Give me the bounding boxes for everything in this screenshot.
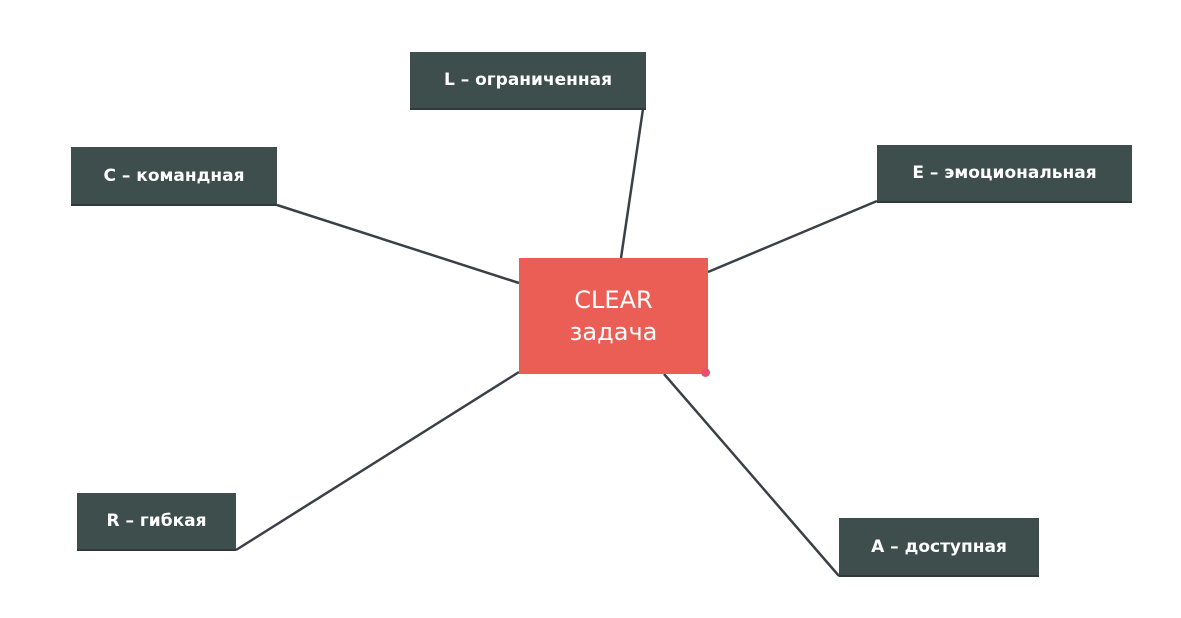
center-subtitle: задача	[569, 318, 658, 346]
node-r-label: R – гибкая	[106, 511, 207, 531]
node-l-label: L – ограниченная	[443, 70, 613, 90]
node-e: E – эмоциональная	[877, 145, 1132, 203]
connector-a	[663, 373, 840, 577]
connector-l	[619, 108, 645, 259]
node-r: R – гибкая	[77, 493, 236, 551]
connector-c	[276, 203, 520, 285]
resize-handle[interactable]	[701, 368, 710, 377]
connector-e	[707, 199, 878, 274]
center-node: CLEAR задача	[519, 258, 708, 374]
node-c-label: C – командная	[103, 165, 245, 186]
node-l: L – ограниченная	[410, 52, 646, 110]
node-a-label: A – доступная	[871, 536, 1007, 557]
node-e-label: E – эмоциональная	[912, 163, 1097, 183]
node-c: C – командная	[71, 147, 277, 206]
connector-r	[235, 370, 520, 552]
node-a: A – доступная	[839, 518, 1039, 577]
center-title: CLEAR	[574, 285, 653, 314]
